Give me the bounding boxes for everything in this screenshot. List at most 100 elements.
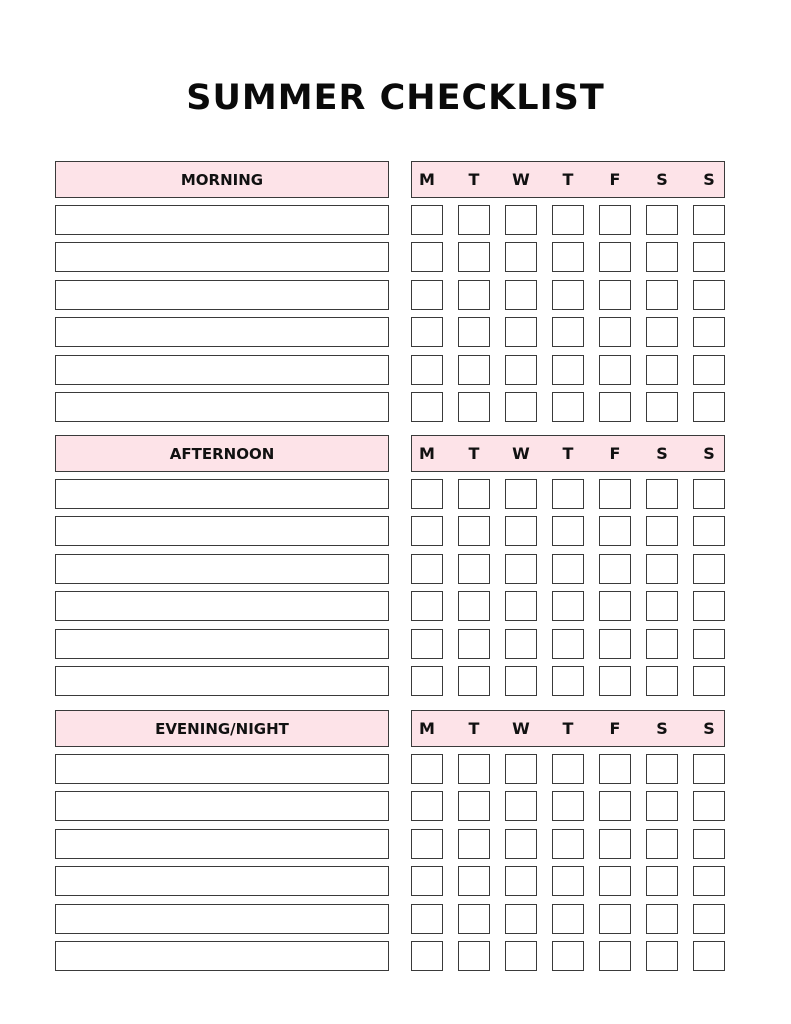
day-checkbox[interactable] bbox=[411, 791, 443, 822]
day-checkbox[interactable] bbox=[411, 903, 443, 934]
day-checkbox[interactable] bbox=[411, 628, 443, 659]
day-checkbox[interactable] bbox=[505, 754, 537, 784]
day-checkbox[interactable] bbox=[693, 754, 725, 784]
task-input[interactable] bbox=[55, 591, 389, 622]
day-checkbox[interactable] bbox=[693, 242, 725, 273]
day-checkbox[interactable] bbox=[505, 903, 537, 934]
day-checkbox[interactable] bbox=[411, 354, 443, 385]
day-checkbox[interactable] bbox=[411, 391, 443, 422]
day-checkbox[interactable] bbox=[552, 391, 584, 422]
day-checkbox[interactable] bbox=[646, 940, 678, 971]
day-checkbox[interactable] bbox=[599, 242, 631, 273]
task-input[interactable] bbox=[55, 665, 389, 696]
day-checkbox[interactable] bbox=[458, 903, 490, 934]
day-checkbox[interactable] bbox=[458, 866, 490, 897]
task-input[interactable] bbox=[55, 317, 389, 348]
day-checkbox[interactable] bbox=[411, 479, 443, 509]
task-input[interactable] bbox=[55, 354, 389, 385]
day-checkbox[interactable] bbox=[599, 479, 631, 509]
day-checkbox[interactable] bbox=[646, 828, 678, 859]
day-checkbox[interactable] bbox=[599, 940, 631, 971]
day-checkbox[interactable] bbox=[552, 828, 584, 859]
day-checkbox[interactable] bbox=[505, 665, 537, 696]
day-checkbox[interactable] bbox=[458, 791, 490, 822]
day-checkbox[interactable] bbox=[411, 828, 443, 859]
day-checkbox[interactable] bbox=[552, 242, 584, 273]
task-input[interactable] bbox=[55, 940, 389, 971]
day-checkbox[interactable] bbox=[411, 591, 443, 622]
day-checkbox[interactable] bbox=[458, 205, 490, 235]
day-checkbox[interactable] bbox=[411, 205, 443, 235]
day-checkbox[interactable] bbox=[458, 479, 490, 509]
day-checkbox[interactable] bbox=[599, 754, 631, 784]
day-checkbox[interactable] bbox=[693, 279, 725, 310]
day-checkbox[interactable] bbox=[552, 665, 584, 696]
task-input[interactable] bbox=[55, 242, 389, 273]
day-checkbox[interactable] bbox=[599, 354, 631, 385]
day-checkbox[interactable] bbox=[646, 791, 678, 822]
day-checkbox[interactable] bbox=[693, 479, 725, 509]
day-checkbox[interactable] bbox=[411, 553, 443, 584]
day-checkbox[interactable] bbox=[552, 354, 584, 385]
day-checkbox[interactable] bbox=[693, 553, 725, 584]
day-checkbox[interactable] bbox=[693, 317, 725, 348]
task-input[interactable] bbox=[55, 628, 389, 659]
day-checkbox[interactable] bbox=[411, 317, 443, 348]
day-checkbox[interactable] bbox=[411, 866, 443, 897]
task-input[interactable] bbox=[55, 828, 389, 859]
day-checkbox[interactable] bbox=[505, 317, 537, 348]
day-checkbox[interactable] bbox=[646, 591, 678, 622]
day-checkbox[interactable] bbox=[693, 628, 725, 659]
day-checkbox[interactable] bbox=[646, 279, 678, 310]
day-checkbox[interactable] bbox=[458, 242, 490, 273]
day-checkbox[interactable] bbox=[646, 553, 678, 584]
task-input[interactable] bbox=[55, 516, 389, 547]
task-input[interactable] bbox=[55, 754, 389, 784]
day-checkbox[interactable] bbox=[552, 516, 584, 547]
day-checkbox[interactable] bbox=[552, 940, 584, 971]
day-checkbox[interactable] bbox=[505, 553, 537, 584]
day-checkbox[interactable] bbox=[505, 479, 537, 509]
day-checkbox[interactable] bbox=[505, 940, 537, 971]
day-checkbox[interactable] bbox=[599, 391, 631, 422]
day-checkbox[interactable] bbox=[599, 628, 631, 659]
day-checkbox[interactable] bbox=[505, 516, 537, 547]
day-checkbox[interactable] bbox=[599, 665, 631, 696]
day-checkbox[interactable] bbox=[646, 391, 678, 422]
day-checkbox[interactable] bbox=[646, 665, 678, 696]
day-checkbox[interactable] bbox=[458, 391, 490, 422]
day-checkbox[interactable] bbox=[552, 791, 584, 822]
day-checkbox[interactable] bbox=[458, 828, 490, 859]
day-checkbox[interactable] bbox=[505, 866, 537, 897]
day-checkbox[interactable] bbox=[505, 279, 537, 310]
day-checkbox[interactable] bbox=[693, 391, 725, 422]
task-input[interactable] bbox=[55, 391, 389, 422]
day-checkbox[interactable] bbox=[693, 791, 725, 822]
day-checkbox[interactable] bbox=[411, 754, 443, 784]
day-checkbox[interactable] bbox=[505, 391, 537, 422]
task-input[interactable] bbox=[55, 553, 389, 584]
day-checkbox[interactable] bbox=[646, 516, 678, 547]
day-checkbox[interactable] bbox=[599, 791, 631, 822]
day-checkbox[interactable] bbox=[693, 205, 725, 235]
day-checkbox[interactable] bbox=[505, 828, 537, 859]
day-checkbox[interactable] bbox=[693, 665, 725, 696]
day-checkbox[interactable] bbox=[646, 479, 678, 509]
day-checkbox[interactable] bbox=[693, 903, 725, 934]
day-checkbox[interactable] bbox=[505, 791, 537, 822]
day-checkbox[interactable] bbox=[693, 866, 725, 897]
day-checkbox[interactable] bbox=[646, 205, 678, 235]
day-checkbox[interactable] bbox=[458, 354, 490, 385]
day-checkbox[interactable] bbox=[552, 866, 584, 897]
day-checkbox[interactable] bbox=[458, 317, 490, 348]
day-checkbox[interactable] bbox=[411, 940, 443, 971]
day-checkbox[interactable] bbox=[599, 317, 631, 348]
day-checkbox[interactable] bbox=[411, 665, 443, 696]
day-checkbox[interactable] bbox=[552, 903, 584, 934]
task-input[interactable] bbox=[55, 791, 389, 822]
day-checkbox[interactable] bbox=[458, 754, 490, 784]
day-checkbox[interactable] bbox=[411, 516, 443, 547]
day-checkbox[interactable] bbox=[599, 279, 631, 310]
day-checkbox[interactable] bbox=[599, 866, 631, 897]
day-checkbox[interactable] bbox=[646, 317, 678, 348]
